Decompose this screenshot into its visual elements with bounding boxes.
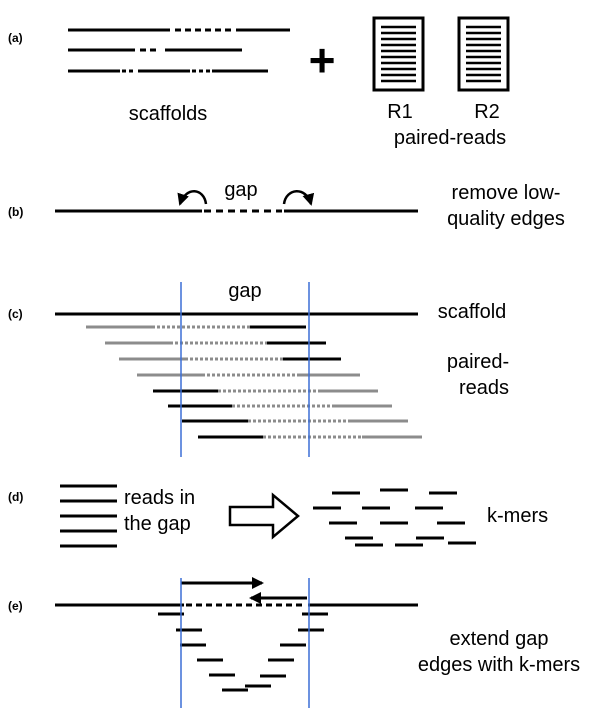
panel-c-label: (c) — [8, 307, 23, 321]
paired-reads-rows — [86, 325, 422, 439]
panel-c: (c) gap — [8, 280, 509, 457]
r2-label: R2 — [474, 101, 500, 123]
kmers-scatter — [313, 488, 476, 547]
gap-reads-stack — [60, 484, 117, 548]
reads-in-gap-line1: reads in — [124, 487, 195, 509]
scaffolds-lines — [68, 28, 290, 73]
remove-edges-note-line1: remove low- — [452, 182, 561, 204]
paired-reads-label-c-line2: reads — [459, 377, 509, 399]
extend-note-line2: edges with k-mers — [418, 654, 580, 676]
panel-b: (b) gap remove low- quality edges — [8, 179, 565, 230]
panel-a-label: (a) — [8, 31, 23, 45]
scaffold-label: scaffold — [438, 301, 507, 323]
panel-d-label: (d) — [8, 490, 23, 504]
reads-file-r2-icon — [457, 16, 510, 92]
panel-e-label: (e) — [8, 599, 23, 613]
extension-kmers — [158, 612, 328, 692]
gap-label-c: gap — [228, 280, 261, 302]
panel-d: (d) reads in the gap k-mers — [8, 484, 548, 548]
curved-arrow-right-icon — [282, 190, 315, 206]
r1-label: R1 — [387, 101, 413, 123]
reads-file-r1-icon — [372, 16, 425, 92]
extend-note-line1: extend gap — [450, 628, 549, 650]
panel-b-label: (b) — [8, 205, 23, 219]
paired-reads-label: paired-reads — [394, 127, 506, 149]
panel-e: (e) extend gap edges with k-mers — [8, 577, 580, 708]
plus-sign: + — [309, 34, 336, 86]
curved-arrow-left-icon — [177, 190, 208, 206]
paired-reads-label-c-line1: paired- — [447, 351, 509, 373]
scaffolds-label: scaffolds — [129, 103, 208, 125]
panel-a: (a) scaffolds + — [8, 16, 510, 149]
remove-edges-note-line2: quality edges — [447, 208, 565, 230]
kmers-label: k-mers — [487, 505, 548, 527]
reads-in-gap-line2: the gap — [124, 513, 191, 535]
gap-label-b: gap — [224, 179, 257, 201]
hollow-arrow-right-icon — [228, 492, 300, 540]
